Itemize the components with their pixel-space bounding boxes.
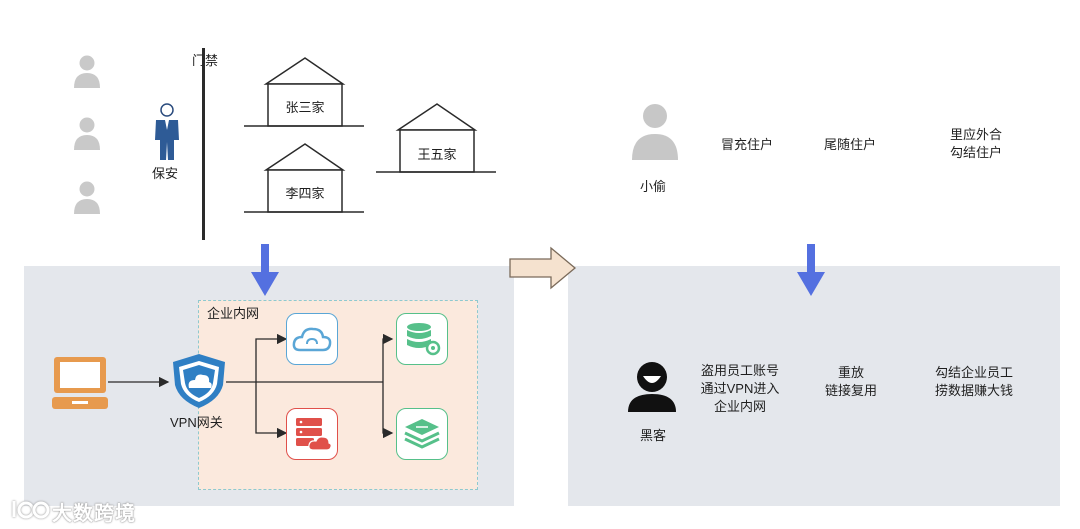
thief-icon bbox=[632, 104, 678, 160]
house-icon bbox=[244, 57, 364, 127]
brand-logo-icon bbox=[12, 501, 50, 519]
house-icon bbox=[376, 103, 496, 173]
data-stack-tile bbox=[396, 408, 448, 460]
method-impersonate: 冒充住户 bbox=[720, 137, 773, 152]
vpn-shield-icon bbox=[173, 354, 225, 408]
layers-icon bbox=[404, 419, 440, 449]
intranet-label: 企业内网 bbox=[207, 306, 260, 321]
resident-icon bbox=[74, 55, 100, 88]
thief-label: 小偷 bbox=[640, 179, 667, 194]
server-cloud-icon bbox=[296, 418, 332, 451]
resident-icon bbox=[74, 181, 100, 214]
house-label-zhangsan: 张三家 bbox=[285, 100, 325, 115]
gate-label: 门禁 bbox=[192, 53, 219, 68]
method-tailgate: 尾随住户 bbox=[823, 137, 876, 152]
gate-line bbox=[202, 48, 205, 240]
guard-icon bbox=[155, 103, 179, 160]
database-tile bbox=[396, 313, 448, 365]
house-icon bbox=[244, 143, 364, 213]
down-arrow-icon bbox=[797, 244, 825, 296]
right-arrow-icon bbox=[509, 246, 577, 290]
method-collude: 里应外合 勾结住户 bbox=[949, 127, 1002, 160]
watermark-text: 大数跨境 bbox=[52, 503, 136, 525]
network-connectors bbox=[108, 333, 394, 439]
server-tile bbox=[286, 408, 338, 460]
method-replay: 重放 链接复用 bbox=[824, 365, 877, 398]
hacker-label: 黑客 bbox=[640, 428, 667, 443]
house-label-wangwu: 王五家 bbox=[417, 147, 457, 162]
resident-icon bbox=[74, 117, 100, 150]
hacker-icon bbox=[628, 362, 676, 412]
method-steal-account: 盗用员工账号 通过VPN进入 企业内网 bbox=[700, 363, 780, 414]
method-collude-employee: 勾结企业员工 捞数据赚大钱 bbox=[934, 365, 1013, 398]
cloud-icon bbox=[292, 327, 332, 352]
vpn-gateway-label: VPN网关 bbox=[170, 415, 223, 430]
guard-label: 保安 bbox=[152, 166, 179, 181]
laptop-icon bbox=[52, 357, 108, 409]
house-label-lisi: 李四家 bbox=[285, 186, 325, 201]
cloud-service-tile bbox=[286, 313, 338, 365]
database-icon bbox=[407, 323, 441, 356]
down-arrow-icon bbox=[251, 244, 279, 296]
